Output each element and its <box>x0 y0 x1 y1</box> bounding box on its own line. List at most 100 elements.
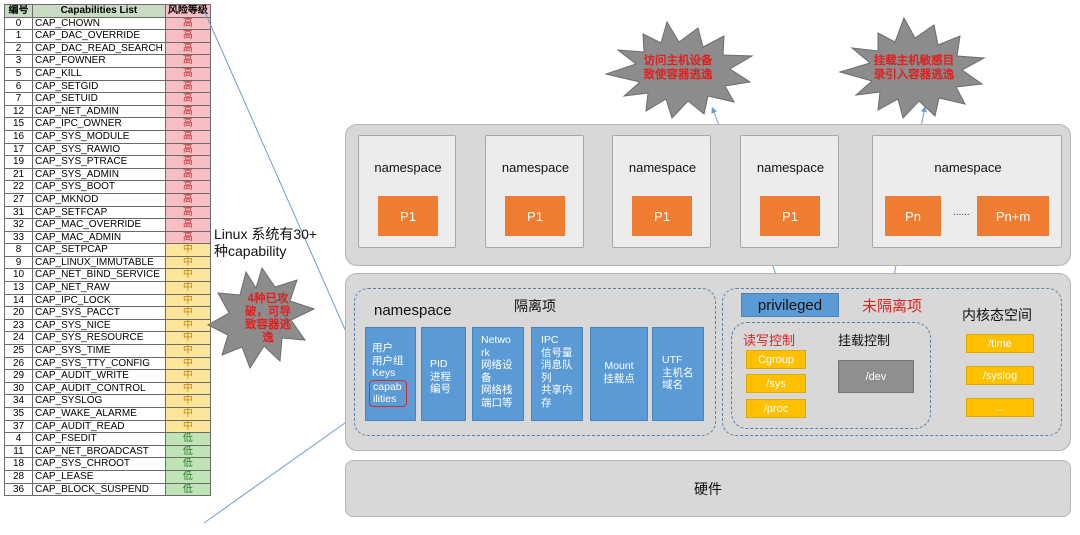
header-capability: Capabilities List <box>32 4 166 18</box>
risk-level: 中 <box>164 369 211 383</box>
isolation-line: ilities <box>373 393 397 405</box>
namespace-label: namespace <box>756 160 825 175</box>
risk-level: 高 <box>164 66 211 81</box>
risk-level: 高 <box>164 92 211 106</box>
namespace-label: namespace <box>374 160 442 175</box>
isolation-line: Mount <box>604 360 634 372</box>
namespace-box-4: namespace P1 <box>740 135 839 248</box>
capability-number: 6 <box>4 79 33 94</box>
isolation-line: 网络栈 <box>481 384 513 396</box>
linux-note-line1: Linux 系统有30+ <box>214 226 318 242</box>
risk-level: 高 <box>164 117 211 131</box>
burst-left-line: 4种已攻 <box>247 293 289 305</box>
isolation-line: IPC <box>541 334 559 346</box>
table-link-top <box>203 9 367 378</box>
process-ellipsis: ...... <box>953 207 970 218</box>
risk-level: 中 <box>164 381 211 396</box>
risk-level: 中 <box>164 268 211 283</box>
risk-level: 高 <box>164 167 211 182</box>
namespace-box-3: namespace P1 <box>612 135 711 248</box>
isolation-item-pid: PID 进程 编号 <box>421 327 466 421</box>
risk-level: 高 <box>164 180 211 194</box>
burst-top-1-line: 访问主机设备 <box>643 55 713 67</box>
isolation-line: rk <box>481 346 490 359</box>
risk-level: 中 <box>164 306 211 320</box>
namespace-label: namespace <box>501 160 570 175</box>
capability-name: CAP_BLOCK_SUSPEND <box>32 482 166 497</box>
isolation-line: 存 <box>541 396 552 409</box>
rw-control-title: 读写控制 <box>743 333 796 348</box>
isolation-line: 用户组 <box>372 354 404 367</box>
host-kernel-panel <box>345 273 1071 451</box>
kernel-space-title: 内核态空间 <box>962 307 1032 323</box>
namespace-isolation-group <box>354 288 716 436</box>
non-isolated-title: 未隔离项 <box>862 298 923 315</box>
burst-left-line: 破，可导 <box>245 306 291 318</box>
capability-number: 36 <box>4 482 33 497</box>
hardware-label: 硬件 <box>694 480 722 497</box>
isolation-line: 进程 <box>430 370 451 383</box>
process-pn: Pn <box>885 196 941 236</box>
isolation-line: 域名 <box>662 379 683 391</box>
isolation-line: UTF <box>662 354 683 366</box>
dev-box: /dev <box>838 360 914 393</box>
privileged-label: privileged <box>757 296 823 314</box>
process-p1: P1 <box>632 196 692 236</box>
process-p1: P1 <box>505 196 565 236</box>
isolation-line: 编号 <box>430 383 451 395</box>
more-box: ... <box>966 398 1034 417</box>
burst-left-text: 4种已攻 破，可导 致容器逃 逸 <box>222 293 314 345</box>
proc-box: /proc <box>746 399 806 418</box>
isolation-line: 用户 <box>372 342 393 354</box>
header-number: 编号 <box>4 4 33 18</box>
hardware-panel: 硬件 <box>345 460 1071 517</box>
isolation-item-mount: Mount 挂载点 <box>590 327 648 421</box>
isolation-item-user: 用户 用户组 Keys capab ilities <box>365 327 416 421</box>
burst-left <box>206 266 316 370</box>
process-pn-m: Pn+m <box>977 196 1049 236</box>
process-p1: P1 <box>378 196 438 236</box>
burst-top-2-text: 挂载主机敏感目 录引入容器逃逸 <box>852 54 976 82</box>
namespace-group-title: namespace <box>374 302 452 319</box>
mount-control-title: 挂载控制 <box>838 333 891 348</box>
risk-level: 高 <box>164 218 211 232</box>
isolation-line: Keys <box>372 367 396 379</box>
isolation-item-network: Netwo rk 网络设 备 网络栈 端口等 <box>472 327 524 421</box>
burst-top-1 <box>604 20 754 119</box>
isolation-item-ipc: IPC 信号量 消息队 列 共享内 存 <box>531 327 583 421</box>
isolation-title: 隔离项 <box>514 298 556 314</box>
risk-level: 中 <box>164 419 211 434</box>
cgroup-box: Cgroup <box>746 350 806 369</box>
burst-top-2-line: 录引入容器逃逸 <box>873 69 955 81</box>
burst-left-line: 致容器逃 <box>245 319 291 331</box>
namespace-box-2: namespace P1 <box>485 135 584 248</box>
namespace-label: namespace <box>628 160 697 175</box>
isolation-line: 信号量 <box>541 346 573 359</box>
risk-level: 高 <box>164 104 211 119</box>
isolation-line: 端口等 <box>481 396 513 409</box>
risk-level: 高 <box>164 79 211 94</box>
isolation-line: Netwo <box>481 334 511 346</box>
isolation-item-utf: UTF 主机名 域名 <box>652 327 704 421</box>
process-p1: P1 <box>760 196 820 236</box>
isolation-line: 备 <box>481 371 492 384</box>
isolation-line: 挂载点 <box>603 372 635 385</box>
risk-level: 低 <box>164 444 211 459</box>
risk-level: 高 <box>164 16 211 31</box>
